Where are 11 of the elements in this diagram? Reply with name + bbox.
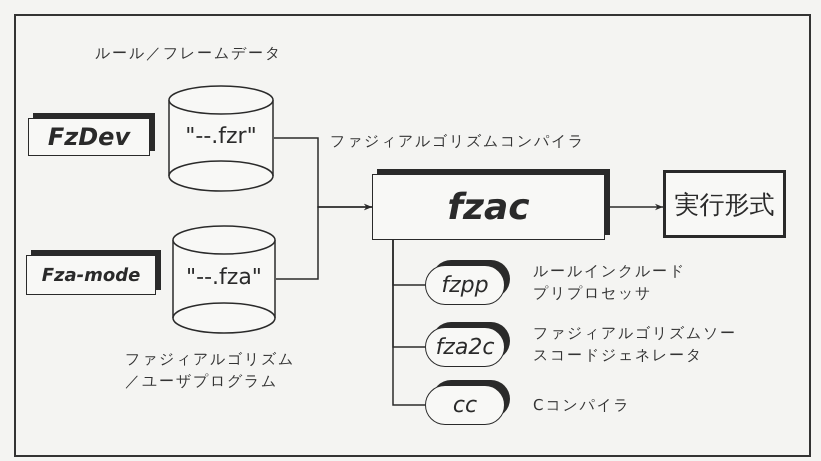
node-label: Cコンパイラ [533,395,630,416]
node-label: ファジィアルゴリズム／ユーザプログラム [125,349,296,392]
node-label: ルールインクルードプリプロセッサ [533,261,687,304]
file-cylinder: "--.fzr" [168,85,274,191]
file-cylinder: "--.fza" [172,225,276,333]
node-label: ファジィアルゴリズムソースコードジェネレータ [533,323,738,366]
connector-line [392,240,425,406]
node-label: ルール／フレームデータ [95,43,282,64]
output-box: 実行形式 [663,170,786,238]
arrow [276,204,372,280]
node-label: ファジィアルゴリズムコンパイラ [330,131,585,152]
